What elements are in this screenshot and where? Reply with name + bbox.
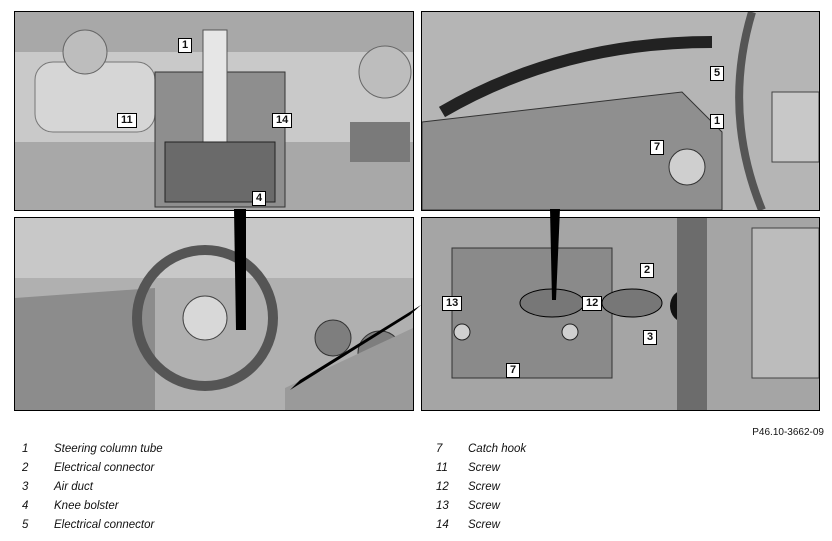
callout-7-bottom-right: 7 [506, 363, 521, 378]
legend-text: Catch hook [468, 443, 527, 455]
legend-num: 2 [22, 462, 29, 474]
legend-item: 11 Screw [428, 462, 526, 481]
panel-top-left [14, 11, 414, 211]
legend-text: Knee bolster [54, 500, 119, 512]
legend-num: 1 [22, 443, 29, 455]
illustration-cockpit-overview [15, 218, 413, 410]
legend-num: 11 [436, 462, 448, 474]
panel-top-right [421, 11, 820, 211]
legend-text: Electrical connector [54, 462, 155, 474]
legend-num: 13 [436, 500, 449, 512]
figure-reference: P46.10-3662-09 [752, 427, 824, 438]
panel-bottom-right [421, 217, 820, 411]
legend-text: Electrical connector [54, 519, 155, 531]
legend-item: 12 Screw [428, 481, 526, 500]
callout-12: 12 [582, 296, 603, 311]
legend-text: Steering column tube [54, 443, 163, 455]
callout-2: 2 [640, 263, 655, 278]
legend-num: 4 [22, 500, 29, 512]
legend-item: 13 Screw [428, 500, 526, 519]
legend-num: 7 [436, 443, 443, 455]
legend-item: 7 Catch hook [428, 443, 526, 462]
legend-num: 5 [22, 519, 29, 531]
callout-4: 4 [252, 191, 267, 206]
legend-text: Screw [468, 481, 500, 493]
panel-bottom-left [14, 217, 414, 411]
callout-5: 5 [710, 66, 725, 81]
legend-item: 2 Electrical connector [14, 462, 163, 481]
callout-1-top-right: 1 [710, 114, 725, 129]
legend-text: Screw [468, 462, 500, 474]
illustration-air-duct [422, 218, 819, 410]
legend-item: 4 Knee bolster [14, 500, 163, 519]
callout-1-top-left: 1 [178, 38, 193, 53]
legend-text: Screw [468, 500, 500, 512]
legend-num: 3 [22, 481, 29, 493]
legend-num: 12 [436, 481, 449, 493]
legend-text: Air duct [54, 481, 93, 493]
callout-7-top-right: 7 [650, 140, 665, 155]
legend-item: 1 Steering column tube [14, 443, 163, 462]
legend-item: 14 Screw [428, 519, 526, 538]
legend-item: 3 Air duct [14, 481, 163, 500]
illustration-column-bracket [422, 12, 819, 210]
callout-11: 11 [117, 113, 137, 128]
callout-3: 3 [643, 330, 658, 345]
callout-14: 14 [272, 113, 293, 128]
legend-num: 14 [436, 519, 449, 531]
legend-text: Screw [468, 519, 500, 531]
callout-13: 13 [442, 296, 463, 311]
illustration-steering-column [15, 12, 413, 210]
legend-item: 5 Electrical connector [14, 519, 163, 538]
